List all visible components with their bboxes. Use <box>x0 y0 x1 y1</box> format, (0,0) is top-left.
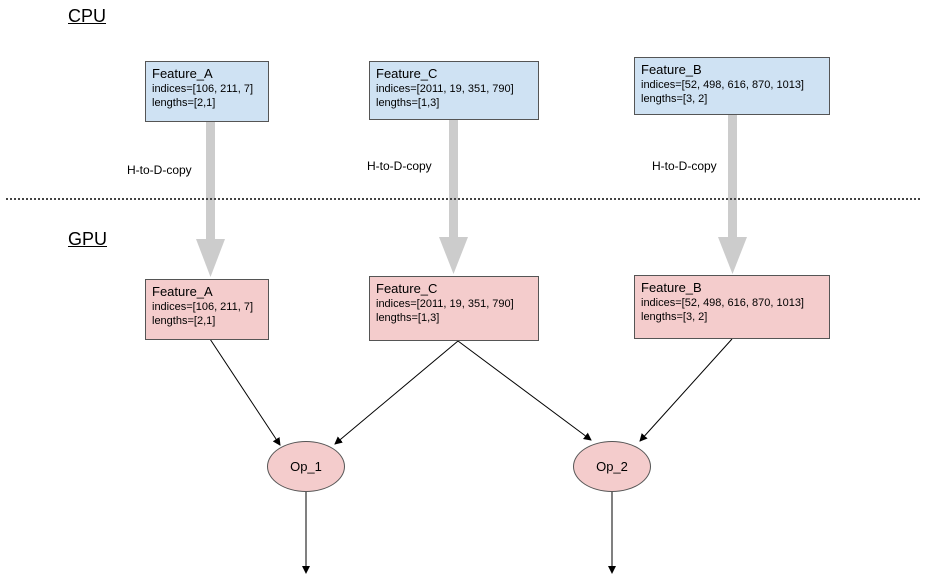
feature-indices: indices=[2011, 19, 351, 790] <box>376 298 514 310</box>
copy-arrow-b <box>718 115 747 274</box>
edge-c-op1 <box>334 340 459 445</box>
copy-arrow-a <box>196 121 225 277</box>
feature-name: Feature_A <box>152 66 213 81</box>
feature-lengths: lengths=[1,3] <box>376 312 440 324</box>
feature-name: Feature_A <box>152 284 213 299</box>
copy-label-a: H-to-D-copy <box>127 163 192 177</box>
feature-name: Feature_C <box>376 281 438 296</box>
copy-arrow-c <box>439 119 468 274</box>
feature-indices: indices=[106, 211, 7] <box>152 83 254 95</box>
feature-name: Feature_C <box>376 66 438 81</box>
gpu-feature-a-box: Feature_A indices=[106, 211, 7] lengths=… <box>145 279 269 340</box>
cpu-feature-c-box: Feature_C indices=[2011, 19, 351, 790] l… <box>369 61 539 120</box>
gpu-feature-b-box: Feature_B indices=[52, 498, 616, 870, 10… <box>634 275 830 339</box>
gpu-section-label: GPU <box>68 229 108 249</box>
feature-name: Feature_B <box>641 62 702 77</box>
copy-label-c: H-to-D-copy <box>367 159 432 173</box>
feature-lengths: lengths=[3, 2] <box>641 93 708 105</box>
cpu-feature-a-box: Feature_A indices=[106, 211, 7] lengths=… <box>145 61 269 122</box>
cpu-gpu-divider <box>6 198 920 200</box>
op-1-node: Op_1 <box>267 441 345 492</box>
copy-label-b: H-to-D-copy <box>652 159 717 173</box>
feature-lengths: lengths=[2,1] <box>152 97 216 109</box>
feature-lengths: lengths=[1,3] <box>376 97 440 109</box>
feature-lengths: lengths=[3, 2] <box>641 311 708 323</box>
feature-indices: indices=[106, 211, 7] <box>152 301 254 313</box>
gpu-feature-c-box: Feature_C indices=[2011, 19, 351, 790] l… <box>369 276 539 341</box>
edge-b-op2 <box>639 338 733 442</box>
feature-indices: indices=[2011, 19, 351, 790] <box>376 83 514 95</box>
feature-lengths: lengths=[2,1] <box>152 315 216 327</box>
feature-name: Feature_B <box>641 280 702 295</box>
op-2-node: Op_2 <box>573 441 651 492</box>
cpu-feature-b-box: Feature_B indices=[52, 498, 616, 870, 10… <box>634 57 830 115</box>
cpu-section-label: CPU <box>68 6 107 26</box>
feature-indices: indices=[52, 498, 616, 870, 1013] <box>641 79 804 91</box>
edge-a-op1 <box>209 338 281 446</box>
feature-indices: indices=[52, 498, 616, 870, 1013] <box>641 297 804 309</box>
edge-c-op2 <box>457 340 592 441</box>
